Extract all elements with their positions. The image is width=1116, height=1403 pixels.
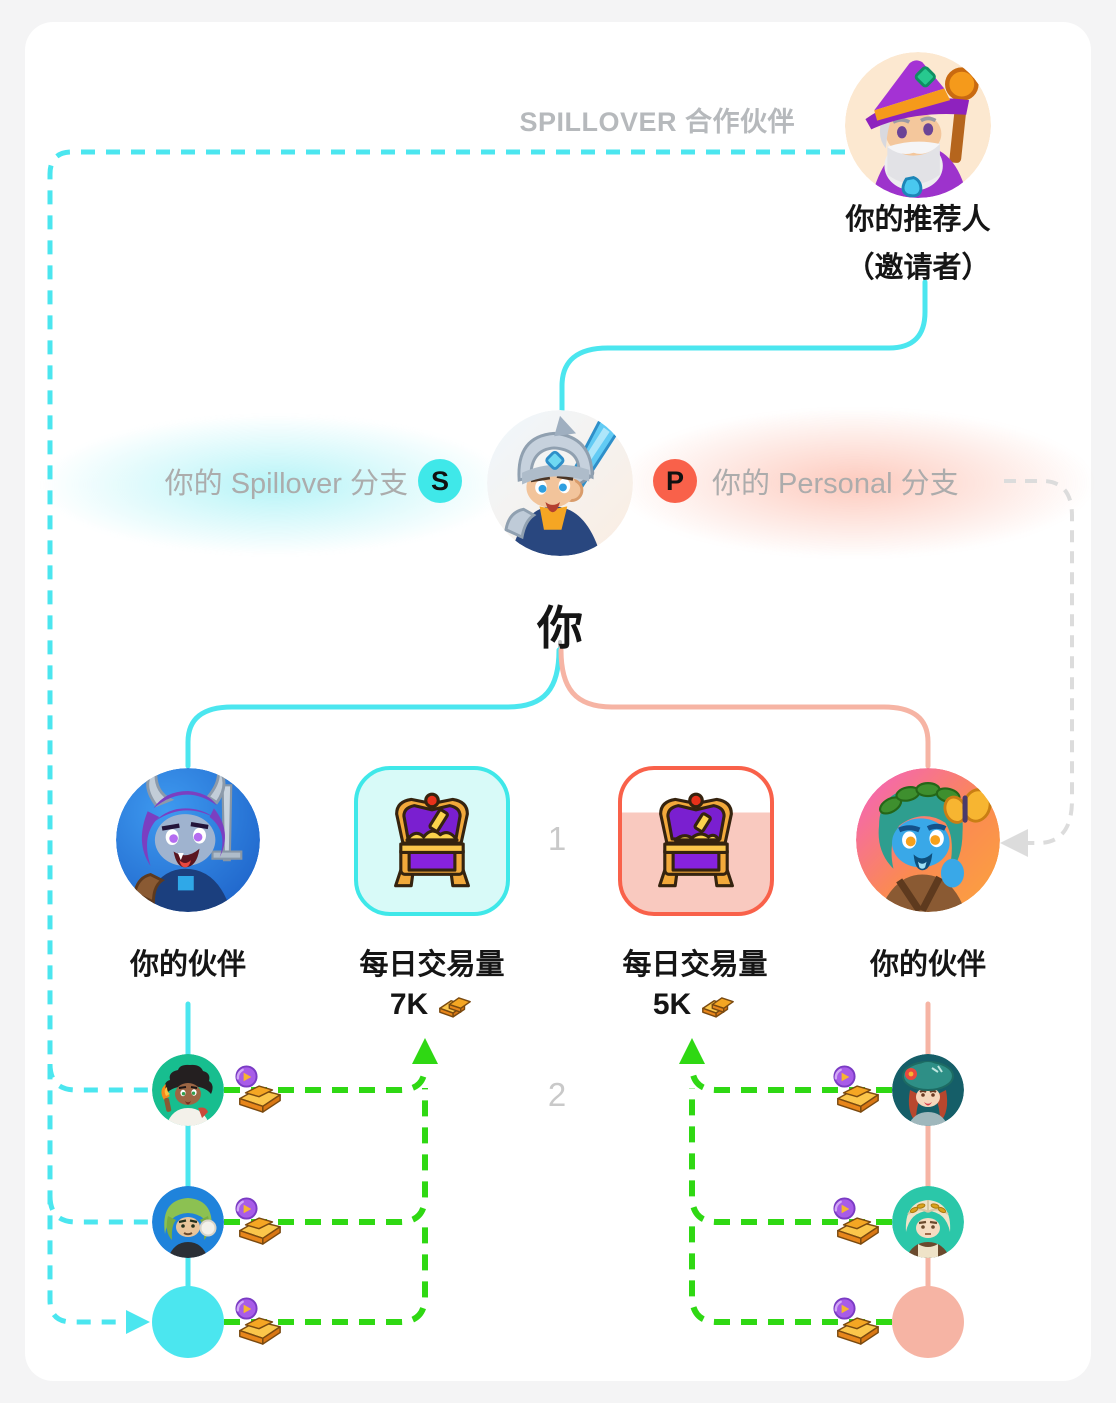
- wizard-icon: [845, 52, 991, 198]
- referrer-avatar: [845, 52, 991, 198]
- spillover-branch-label: 你的 Spillover 分支: [164, 468, 408, 500]
- right-downline-avatar-2: [892, 1186, 964, 1258]
- left-partner-label: 你的伙伴: [129, 949, 246, 981]
- right-volume-value: 5K: [652, 988, 692, 1021]
- left-volume-value-row: 7K: [312, 988, 552, 1022]
- spillover-branch-2: [47, 1195, 152, 1225]
- referrer-connector-line: [559, 279, 928, 415]
- spillover-partner-heading: SPILLOVER 合作伙伴: [519, 107, 795, 137]
- spillover-route-line: [47, 149, 845, 1325]
- gold-bars-icon: [439, 996, 472, 1018]
- hat-lady-icon: [892, 1054, 964, 1126]
- personal-badge: P: [653, 459, 697, 503]
- laurel-sage-icon: [892, 1186, 964, 1258]
- level-2-marker: 2: [547, 1076, 567, 1113]
- right-partner-avatar: [856, 768, 1000, 912]
- left-volume-route-1: [224, 1065, 428, 1093]
- personal-route-line: [1004, 479, 1074, 845]
- right-volume-title: 每日交易量: [622, 949, 768, 981]
- referrer-name-line2: （邀请者）: [845, 252, 991, 284]
- spillover-arrow-icon: [126, 1310, 150, 1334]
- right-volume-value-row: 5K: [575, 988, 815, 1022]
- right-partner-label: 你的伙伴: [869, 949, 986, 981]
- knight-icon: [487, 410, 633, 556]
- right-empty-slot: [892, 1286, 964, 1358]
- trade-marker-icon: [833, 1297, 879, 1345]
- trade-marker-icon: [235, 1197, 281, 1245]
- you-left-branch-line: [185, 647, 562, 769]
- referrer-name-line1: 你的推荐人: [845, 204, 991, 236]
- spillover-branch-1: [47, 1063, 152, 1093]
- gold-bars-icon: [702, 996, 735, 1018]
- trade-marker-icon: [235, 1065, 281, 1113]
- trade-marker-icon: [235, 1297, 281, 1345]
- right-volume-arrow-icon: [679, 1038, 705, 1064]
- blue-demon-icon: [116, 768, 260, 912]
- diagram-card: [25, 22, 1091, 1381]
- right-volume-route-1: [689, 1065, 892, 1093]
- level-1-marker: 1: [547, 820, 567, 857]
- right-volume-route-3: [689, 1220, 892, 1325]
- left-partner-avatar: [116, 768, 260, 912]
- you-avatar: [487, 410, 633, 556]
- you-label: 你: [537, 602, 583, 654]
- left-volume-route-2: [224, 1088, 428, 1225]
- right-downline-avatar-1: [892, 1054, 964, 1126]
- left-downline-avatar-2: [152, 1186, 224, 1258]
- green-hood-icon: [152, 1186, 224, 1258]
- left-volume-title: 每日交易量: [359, 949, 505, 981]
- left-volume-value: 7K: [389, 988, 429, 1021]
- torch-fighter-icon: [152, 1054, 224, 1126]
- personal-arrow-icon: [1000, 829, 1028, 857]
- right-volume-route-2: [689, 1088, 892, 1225]
- left-volume-arrow-icon: [412, 1038, 438, 1064]
- spillover-badge: S: [418, 459, 462, 503]
- treasure-chest-icon: [394, 792, 470, 888]
- personal-branch-label: 你的 Personal 分支: [712, 468, 959, 500]
- trade-marker-icon: [833, 1197, 879, 1245]
- forest-spirit-icon: [856, 768, 1000, 912]
- left-volume-route-3: [224, 1220, 428, 1325]
- left-empty-slot: [152, 1286, 224, 1358]
- left-volume-tile: [354, 766, 510, 916]
- left-downline-avatar-1: [152, 1054, 224, 1126]
- right-volume-tile: [618, 766, 774, 916]
- trade-marker-icon: [833, 1065, 879, 1113]
- you-right-branch-line: [558, 647, 931, 769]
- treasure-chest-icon: [658, 792, 734, 888]
